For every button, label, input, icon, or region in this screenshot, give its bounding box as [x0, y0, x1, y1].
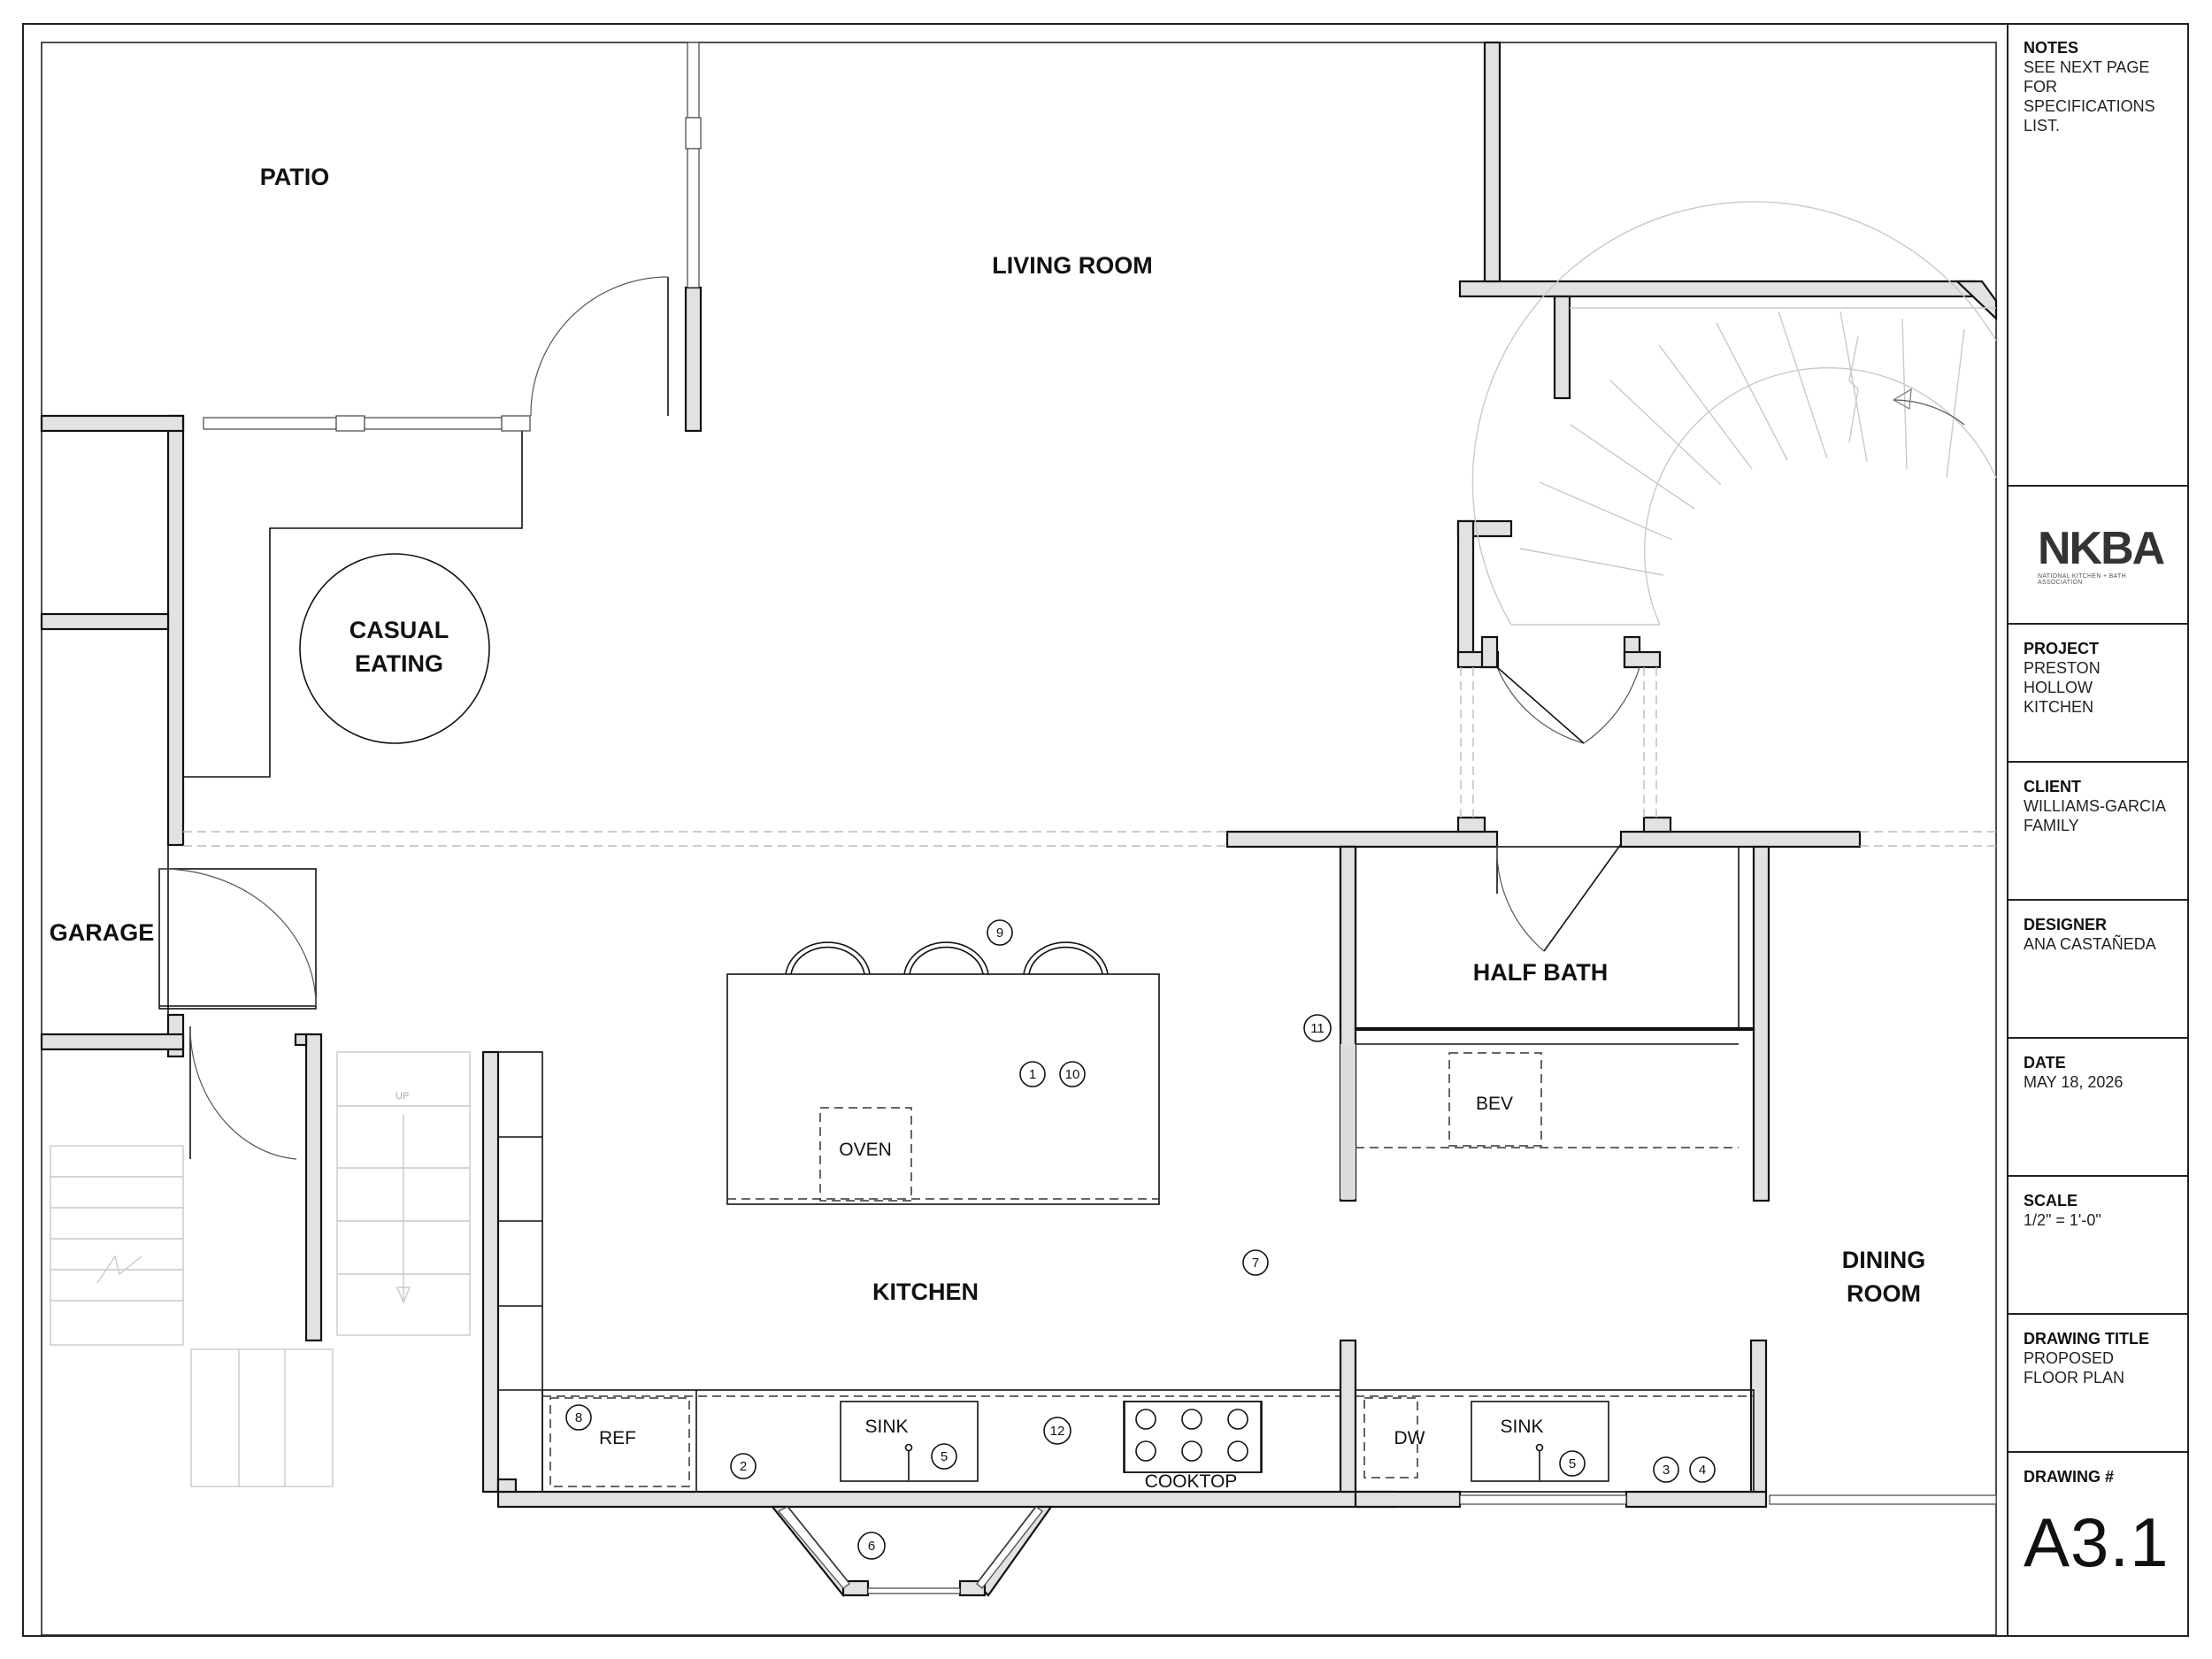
keynote-tag-8: 8: [565, 1404, 592, 1431]
logo-section: NKBA NATIONAL KITCHEN + BATH ASSOCIATION: [2008, 485, 2188, 623]
room-label-half-bath: HALF BATH: [1473, 959, 1608, 986]
scale-line-1: 1/2" = 1'-0": [2024, 1211, 2101, 1229]
svg-text:10: 10: [1065, 1067, 1080, 1082]
svg-text:11: 11: [1310, 1021, 1325, 1036]
keynote-tags: 1 10 9 11 7 8 2 5 12 5 3 4 6: [565, 919, 1716, 1560]
project-line-3: KITCHEN: [2024, 698, 2094, 716]
cooktop: [1123, 1401, 1262, 1473]
keynote-tag-11: 11: [1303, 1014, 1332, 1042]
bar-stools: [785, 941, 1109, 975]
base-counter: [541, 1389, 1755, 1493]
designer-line-1: ANA CASTAÑEDA: [2024, 935, 2156, 953]
fixture-label-ref: REF: [599, 1428, 636, 1448]
notes-line-1: SEE NEXT PAGE: [2024, 58, 2150, 76]
client-line-1: WILLIAMS-GARCIA: [2024, 797, 2167, 815]
fixture-label-dw: DW: [1394, 1428, 1425, 1448]
svg-text:5: 5: [941, 1449, 948, 1464]
svg-text:9: 9: [996, 926, 1003, 941]
drawing-number-section: DRAWING # A3.1: [2008, 1451, 2188, 1636]
svg-text:4: 4: [1699, 1463, 1706, 1478]
drawing-title-section: DRAWING TITLE PROPOSED FLOOR PLAN: [2008, 1313, 2188, 1451]
room-label-kitchen: KITCHEN: [872, 1279, 979, 1305]
notes-line-4: LIST.: [2024, 117, 2061, 134]
stair-up-label: UP: [396, 1091, 409, 1102]
keynote-tag-10: 10: [1059, 1061, 1086, 1087]
drawing-number-label: DRAWING #: [2024, 1468, 2115, 1486]
casual-eating-table: [299, 553, 490, 744]
designer-label: DESIGNER: [2024, 916, 2108, 933]
scale-section: SCALE 1/2" = 1'-0": [2008, 1175, 2188, 1313]
room-label-dining-line2: ROOM: [1847, 1280, 1921, 1307]
project-line-1: PRESTON: [2024, 659, 2101, 677]
keynote-tag-2: 2: [730, 1453, 757, 1479]
spiral-staircase: [1471, 201, 1997, 626]
room-label-patio: PATIO: [260, 164, 330, 190]
keynote-tag-5b: 5: [1559, 1450, 1586, 1477]
client-section: CLIENT WILLIAMS-GARCIA FAMILY: [2008, 761, 2188, 899]
fixture-label-oven: OVEN: [839, 1140, 892, 1160]
keynote-tag-12: 12: [1043, 1417, 1071, 1445]
dashed-lines: [183, 667, 1996, 847]
date-section: DATE MAY 18, 2026: [2008, 1037, 2188, 1175]
svg-text:6: 6: [868, 1539, 875, 1554]
project-section: PROJECT PRESTON HOLLOW KITCHEN: [2008, 623, 2188, 761]
room-label-dining-line1: DINING: [1842, 1247, 1926, 1273]
date-line-1: MAY 18, 2026: [2024, 1073, 2124, 1091]
svg-text:2: 2: [740, 1459, 747, 1474]
keynote-tag-6: 6: [857, 1532, 886, 1560]
client-label: CLIENT: [2024, 778, 2081, 795]
notes-label: NOTES: [2024, 39, 2079, 57]
walls: [40, 41, 1998, 1597]
notes-line-2: FOR: [2024, 78, 2057, 96]
svg-text:1: 1: [1029, 1067, 1036, 1082]
project-line-2: HOLLOW: [2024, 679, 2093, 696]
doors: [158, 276, 1640, 1160]
fixture-label-bev: BEV: [1476, 1094, 1513, 1114]
nkba-logo: NKBA: [2038, 523, 2165, 574]
drawing-frame: [41, 42, 1997, 1636]
fixture-label-sink-kitchen: SINK: [864, 1417, 908, 1437]
keynote-tag-4: 4: [1689, 1456, 1716, 1483]
room-label-garage: GARAGE: [50, 919, 155, 946]
room-label-casual-eating-line2: EATING: [355, 650, 443, 677]
svg-text:12: 12: [1050, 1424, 1065, 1439]
keynote-tag-9: 9: [987, 919, 1013, 946]
pantry-cabinets: [497, 1051, 543, 1493]
client-line-2: FAMILY: [2024, 817, 2079, 834]
keynote-tag-7: 7: [1242, 1249, 1269, 1276]
scale-label: SCALE: [2024, 1192, 2078, 1210]
windows: [203, 42, 1997, 1594]
svg-text:7: 7: [1252, 1256, 1259, 1271]
svg-text:5: 5: [1569, 1456, 1576, 1471]
straight-staircase: UP: [50, 1051, 471, 1487]
nkba-logo-subtitle: NATIONAL KITCHEN + BATH ASSOCIATION: [2038, 573, 2126, 586]
title-block: NOTES SEE NEXT PAGE FOR SPECIFICATIONS L…: [2008, 24, 2188, 1636]
notes-line-3: SPECIFICATIONS: [2024, 97, 2155, 115]
keynote-tag-5a: 5: [931, 1443, 957, 1470]
bev-fridge: [1448, 1052, 1542, 1147]
room-labels: PATIO LIVING ROOM CASUAL EATING GARAGE H…: [50, 164, 1926, 1307]
keynote-tag-1: 1: [1019, 1061, 1046, 1087]
svg-text:3: 3: [1663, 1463, 1670, 1478]
sheet-border: [22, 23, 2189, 1637]
keynote-tag-3: 3: [1653, 1456, 1679, 1483]
notes-section: NOTES SEE NEXT PAGE FOR SPECIFICATIONS L…: [2008, 24, 2188, 485]
project-label: PROJECT: [2024, 640, 2100, 657]
room-label-casual-eating-line1: CASUAL: [349, 617, 449, 643]
partition-lines: [167, 431, 1740, 1029]
fixture-label-cooktop: COOKTOP: [1145, 1471, 1238, 1492]
fixture-label-sink-bar: SINK: [1500, 1417, 1543, 1437]
designer-section: DESIGNER ANA CASTAÑEDA: [2008, 899, 2188, 1037]
date-label: DATE: [2024, 1054, 2066, 1071]
svg-text:8: 8: [575, 1410, 582, 1425]
drawing-title-line-2: FLOOR PLAN: [2024, 1369, 2125, 1386]
drawing-title-label: DRAWING TITLE: [2024, 1330, 2149, 1348]
fixture-labels: OVEN BEV REF SINK SINK COOKTOP DW: [599, 1094, 1544, 1492]
drawing-title-line-1: PROPOSED: [2024, 1349, 2115, 1367]
drawing-number: A3.1: [2024, 1503, 2170, 1581]
room-label-living-room: LIVING ROOM: [992, 252, 1153, 279]
kitchen-island: [726, 941, 1160, 1205]
